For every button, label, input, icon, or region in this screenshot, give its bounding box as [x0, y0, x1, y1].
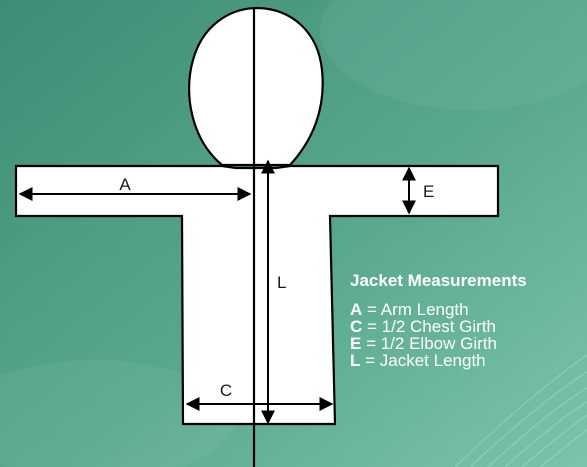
background-streaks [454, 354, 587, 467]
legend-text: = 1/2 Chest Girth [367, 317, 496, 336]
legend-item-elbow: E = 1/2 Elbow Girth [350, 335, 527, 352]
legend: Jacket Measurements A = Arm Length C = 1… [350, 271, 527, 369]
jacket-shape [14, 164, 500, 426]
elbow-girth-label: E [423, 182, 434, 201]
arm-length-label: A [119, 175, 131, 194]
legend-title: Jacket Measurements [350, 271, 527, 290]
legend-item-arm: A = Arm Length [350, 301, 527, 318]
legend-text: = Jacket Length [365, 351, 486, 370]
head-shape [187, 6, 324, 167]
legend-key: A [350, 300, 363, 319]
legend-item-chest: C = 1/2 Chest Girth [350, 318, 527, 335]
legend-item-length: L = Jacket Length [350, 352, 527, 369]
chest-girth-label: C [220, 381, 232, 400]
jacket-length-label: L [277, 273, 286, 292]
legend-key: C [350, 317, 363, 336]
legend-key: E [350, 334, 362, 353]
legend-text: = Arm Length [367, 300, 469, 319]
legend-key: L [350, 351, 361, 370]
legend-text: = 1/2 Elbow Girth [366, 334, 497, 353]
